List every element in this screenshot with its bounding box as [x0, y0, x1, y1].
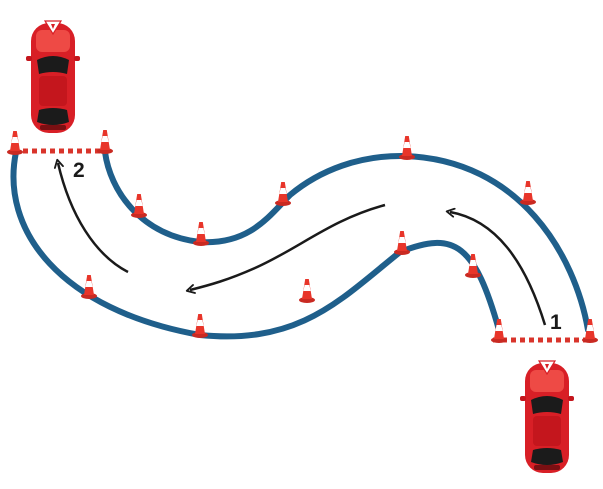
track-inner-edge	[102, 149, 591, 333]
track-outer-edge	[10, 149, 502, 340]
finish-marker-label: 2	[73, 159, 85, 182]
traffic-cone-icon	[520, 181, 536, 205]
car-start	[520, 360, 574, 473]
traffic-cones	[7, 130, 598, 343]
learner-driver-badge-icon	[43, 20, 63, 36]
car-icon	[520, 363, 574, 473]
start-marker-label: 1	[550, 311, 562, 334]
car-finish	[26, 20, 80, 133]
learner-driver-badge-icon	[537, 360, 557, 376]
traffic-cone-icon	[7, 131, 23, 155]
traffic-cone-icon	[394, 231, 410, 255]
traffic-cone-icon	[97, 130, 113, 154]
traffic-cone-icon	[193, 222, 209, 246]
traffic-cone-icon	[81, 275, 97, 299]
traffic-cone-icon	[192, 314, 208, 338]
route-arrow-2	[190, 203, 386, 290]
route-arrow-3	[58, 163, 129, 274]
traffic-cone-icon	[299, 279, 315, 303]
traffic-cone-icon	[491, 319, 507, 343]
car-icon	[26, 23, 80, 133]
traffic-cone-icon	[399, 136, 415, 160]
route-arrow-1	[450, 212, 547, 326]
